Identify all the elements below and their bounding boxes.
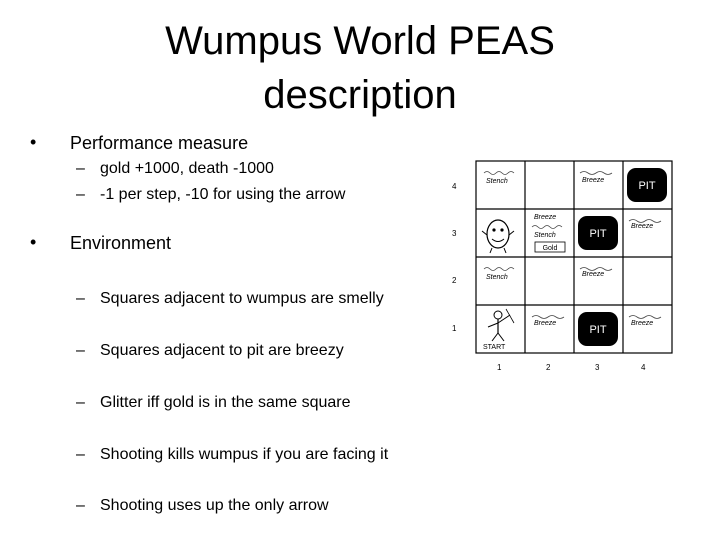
performance-item: –-1 per step, -10 for using the arrow bbox=[76, 186, 345, 204]
breeze-label: Breeze bbox=[631, 320, 653, 327]
dash-glyph: – bbox=[76, 186, 85, 203]
pit-icon bbox=[578, 312, 618, 346]
dash-glyph: – bbox=[76, 446, 85, 463]
environment-label: Environment bbox=[70, 233, 172, 253]
pit-label: PIT bbox=[589, 324, 606, 336]
pit-cell-3-1: PIT bbox=[578, 312, 618, 346]
bullet-glyph: • bbox=[30, 132, 37, 152]
row-label: 3 bbox=[452, 229, 457, 238]
title-line-1: Wumpus World PEAS bbox=[165, 19, 555, 63]
col-label: 3 bbox=[595, 363, 600, 372]
start-label: START bbox=[483, 344, 506, 351]
grid-lines bbox=[475, 160, 673, 354]
agent-icon bbox=[487, 308, 515, 342]
breeze-label: Breeze bbox=[534, 214, 556, 221]
breeze-label: Breeze bbox=[534, 320, 556, 327]
breeze-label: Breeze bbox=[582, 271, 604, 278]
pit-cell-4-4: PIT bbox=[627, 168, 667, 202]
title-line-2: description bbox=[263, 73, 457, 117]
environment-item-text: Shooting kills wumpus if you are facing … bbox=[100, 446, 389, 463]
breeze-label: Breeze bbox=[582, 177, 604, 184]
dash-glyph: – bbox=[76, 394, 85, 411]
environment-item-text: Glitter iff gold is in the same square bbox=[100, 394, 351, 411]
stench-label: Stench bbox=[486, 178, 508, 185]
performance-item: –gold +1000, death -1000 bbox=[76, 160, 274, 178]
col-label: 2 bbox=[546, 363, 551, 372]
col-label: 1 bbox=[497, 363, 502, 372]
dash-glyph: – bbox=[76, 160, 85, 177]
environment-item-text: Squares adjacent to wumpus are smelly bbox=[100, 290, 384, 307]
environment-item: –Squares adjacent to wumpus are smelly bbox=[76, 290, 384, 308]
breeze-label: Breeze bbox=[631, 223, 653, 230]
gold-label: Gold bbox=[543, 245, 558, 252]
stench-marks bbox=[483, 171, 563, 271]
environment-item-text: Shooting uses up the only arrow bbox=[100, 497, 329, 514]
col-label: 4 bbox=[641, 363, 646, 372]
stench-label: Stench bbox=[534, 232, 556, 239]
performance-item-text: -1 per step, -10 for using the arrow bbox=[100, 186, 346, 203]
dash-glyph: – bbox=[76, 290, 85, 307]
environment-item-text: Squares adjacent to pit are breezy bbox=[100, 342, 344, 359]
row-label: 4 bbox=[452, 182, 457, 191]
pit-icon bbox=[578, 216, 618, 250]
environment-item: –Squares adjacent to pit are breezy bbox=[76, 342, 344, 360]
pit-label: PIT bbox=[638, 180, 655, 192]
performance-item-text: gold +1000, death -1000 bbox=[100, 160, 274, 177]
environment-item: –Glitter iff gold is in the same square bbox=[76, 394, 351, 412]
gold-icon: Gold bbox=[534, 241, 566, 253]
wumpus-icon bbox=[481, 219, 515, 254]
wumpus-world-grid: 4 3 2 1 1 2 3 4 Stench Stench Stench Bre… bbox=[452, 160, 673, 372]
bullet-glyph: • bbox=[30, 232, 37, 252]
breeze-marks bbox=[531, 171, 662, 319]
environment-item: –Shooting uses up the only arrow bbox=[76, 497, 329, 515]
pit-cell-3-3: PIT bbox=[578, 216, 618, 250]
pit-label: PIT bbox=[589, 228, 606, 240]
stench-label: Stench bbox=[486, 274, 508, 281]
pit-icon bbox=[627, 168, 667, 202]
dash-glyph: – bbox=[76, 497, 85, 514]
environment-item: –Shooting kills wumpus if you are facing… bbox=[76, 446, 388, 464]
performance-label: Performance measure bbox=[70, 133, 249, 153]
row-label: 2 bbox=[452, 276, 457, 285]
row-label: 1 bbox=[452, 324, 457, 333]
dash-glyph: – bbox=[76, 342, 85, 359]
